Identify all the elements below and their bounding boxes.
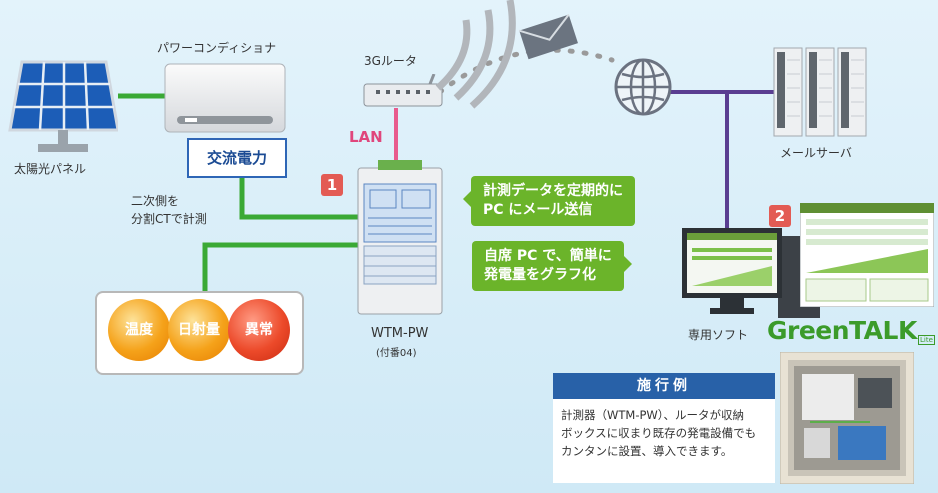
- graph-callout: 自席 PC で、簡単に 発電量をグラフ化: [472, 241, 632, 291]
- mail-callout-line2: PC にメール送信: [483, 202, 593, 218]
- power-conditioner-icon: [164, 63, 286, 133]
- step-badge-2: 2: [769, 205, 791, 227]
- installation-photo: [780, 352, 914, 484]
- fault-sensor: 異常: [228, 299, 290, 361]
- mail-callout: 計測データを定期的に PC にメール送信: [463, 176, 635, 226]
- power-conditioner-label: パワーコンディショナ: [157, 41, 277, 55]
- solar-panel-label: 太陽光パネル: [14, 162, 87, 176]
- green-lines: [118, 93, 362, 292]
- line-ac-to-device: [239, 174, 362, 220]
- greentalk-edition: Lite: [918, 335, 935, 345]
- example-line2: ボックスに収まり既存の発電設備でも: [561, 426, 757, 440]
- server-icon: [773, 47, 867, 137]
- solar-panel-icon: [8, 60, 118, 152]
- software-screenshot: [800, 203, 934, 307]
- temperature-sensor: 温度: [108, 299, 170, 361]
- example-title: 施行例: [553, 373, 775, 399]
- measuring-device-icon: [357, 160, 443, 315]
- example-text: 計測器（WTM-PW）、ルータが収納 ボックスに収まり既存の発電設備でも カンタ…: [553, 399, 775, 460]
- mail-server-label: メールサーバ: [780, 146, 852, 160]
- greentalk-logo: GreenTALK: [767, 316, 917, 345]
- device-name-label: WTM-PW: [371, 326, 429, 341]
- installation-example-panel: 施行例 計測器（WTM-PW）、ルータが収納 ボックスに収まり既存の発電設備でも…: [553, 373, 775, 483]
- photo-device: [802, 374, 854, 420]
- lan-label: LAN: [349, 128, 383, 146]
- envelope-icon: [518, 13, 578, 60]
- solar-radiation-sensor: 日射量: [168, 299, 230, 361]
- example-line3: カンタンに設置、導入できます。: [561, 444, 733, 458]
- example-line1: 計測器（WTM-PW）、ルータが収納: [561, 408, 745, 422]
- router-icon: [363, 74, 443, 107]
- graph-callout-line1: 自席 PC で、簡単に: [484, 248, 612, 264]
- terminal-block: [378, 160, 422, 170]
- step-badge-1: 1: [321, 174, 343, 196]
- software-label: 専用ソフト: [688, 328, 749, 342]
- globe-icon: [614, 58, 672, 116]
- ct-label-line2: 分割CTで計測: [131, 212, 207, 226]
- device-sub-label: (付番04): [376, 348, 417, 359]
- ac-power-box: 交流電力: [187, 138, 287, 178]
- ct-label-line1: 二次側を: [131, 194, 180, 208]
- mail-callout-line1: 計測データを定期的に: [483, 183, 623, 199]
- wifi-waves-icon: [435, 0, 516, 109]
- photo-breaker: [838, 426, 886, 460]
- line-sensors-to-device: [202, 242, 362, 292]
- graph-callout-line2: 発電量をグラフ化: [484, 267, 596, 283]
- desktop-pc-icon: [682, 228, 820, 318]
- router-label: 3Gルータ: [364, 54, 417, 68]
